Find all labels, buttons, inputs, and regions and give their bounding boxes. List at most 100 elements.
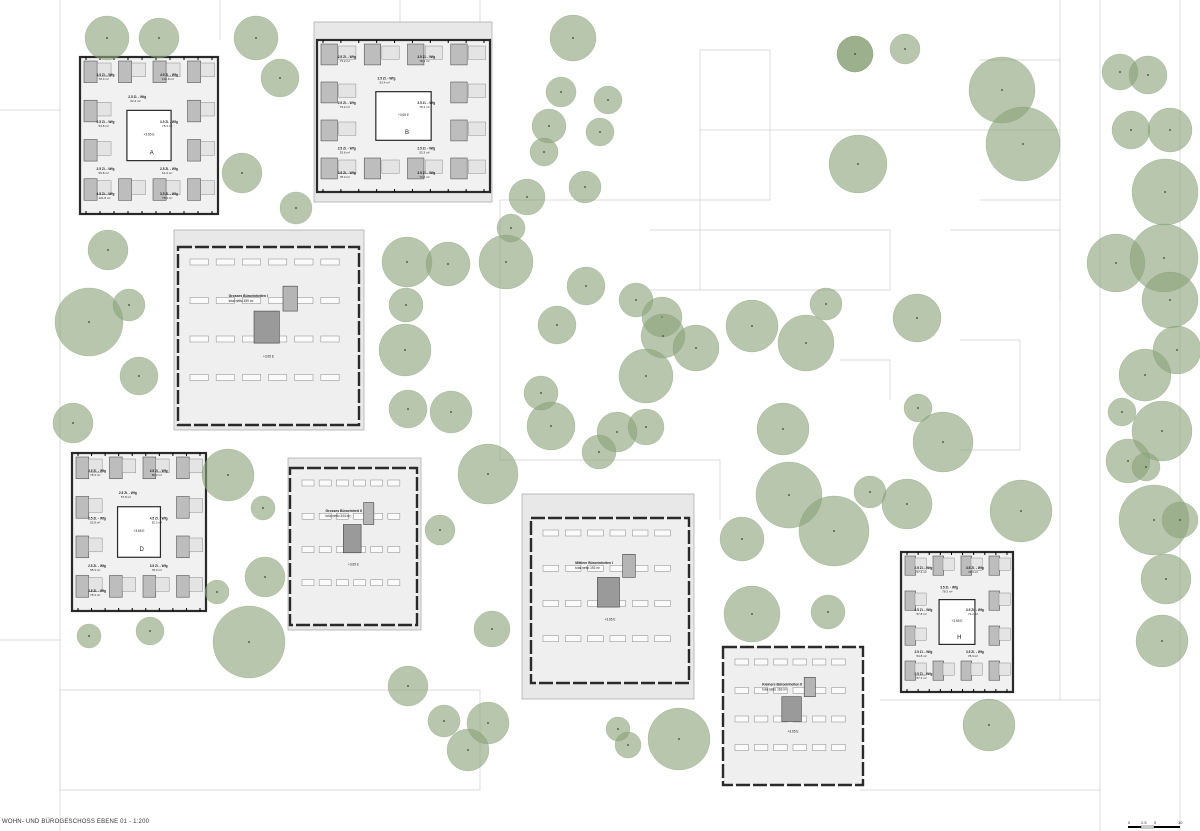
unit-area-label: 58.3 m² — [90, 568, 100, 572]
tree-trunk-dot — [447, 263, 449, 265]
inner-courtyard — [938, 598, 976, 645]
room — [932, 555, 944, 576]
desk-group — [734, 744, 749, 751]
tree-trunk-dot — [560, 91, 562, 93]
room — [122, 577, 136, 592]
room — [363, 43, 381, 66]
unit-area-label: 82.3 m² — [152, 520, 162, 524]
room — [88, 577, 103, 592]
unit-type-label: 2.5 Zi. - Wfg — [914, 608, 932, 612]
room — [381, 45, 400, 60]
room — [942, 662, 955, 676]
context-line — [59, 689, 481, 791]
unit-type-label: 4.5 Zi. - Wfg — [150, 516, 168, 520]
tree-trunk-dot — [550, 425, 552, 427]
tree-trunk-dot — [72, 422, 74, 424]
unit-area-label: 82.3 m² — [152, 473, 162, 477]
tree-trunk-dot — [1147, 74, 1149, 76]
desk-group — [242, 374, 261, 381]
room — [363, 157, 381, 180]
room — [187, 178, 201, 201]
room — [83, 178, 98, 201]
desk-group — [294, 258, 314, 266]
room — [189, 577, 203, 592]
unit-type-label: 3.5 Zi. - Wfg — [338, 171, 356, 175]
room — [83, 60, 98, 83]
level-marker: +3.65 E — [143, 133, 154, 137]
room — [970, 557, 983, 571]
desk-group — [370, 546, 383, 553]
tree-trunk-dot — [598, 451, 600, 453]
room — [97, 102, 112, 117]
scale-segment — [1128, 826, 1141, 828]
unit-type-label: 2.5 Zi. - Wfg — [128, 95, 146, 99]
room — [320, 81, 338, 104]
unit-area-label: 78.3 m² — [90, 593, 100, 597]
level-marker: +3.65 E — [398, 113, 409, 117]
tree-trunk-dot — [635, 299, 637, 301]
office-unit-area: total netto 359 m² — [229, 299, 254, 303]
desk-group — [654, 565, 671, 572]
tree-trunk-dot — [1165, 578, 1167, 580]
room — [189, 458, 203, 474]
unit-area-label: 54.8 m² — [916, 654, 926, 658]
room — [187, 60, 201, 83]
unit-area-label: 101.8 m² — [99, 196, 111, 200]
unit-area-label: 53.3 m² — [419, 150, 429, 154]
core — [781, 696, 802, 722]
scale-tick-label: 0 — [1128, 820, 1131, 825]
tree-trunk-dot — [1127, 460, 1129, 462]
tree-trunk-dot — [128, 304, 130, 306]
core — [363, 502, 375, 525]
tree-trunk-dot — [695, 347, 697, 349]
context-line — [960, 339, 1021, 451]
room — [155, 458, 170, 474]
room — [988, 625, 1000, 646]
room — [88, 537, 103, 553]
room — [122, 458, 136, 474]
desk-group — [320, 258, 340, 266]
desk-group — [387, 546, 401, 553]
unit-type-label: 2.5 Zi. - Wfg — [338, 55, 356, 59]
tree-trunk-dot — [662, 335, 664, 337]
tree-trunk-dot — [248, 641, 250, 643]
room — [97, 62, 112, 77]
unit-area-label: 78.3 m² — [99, 77, 109, 81]
room — [187, 139, 201, 162]
tree-trunk-dot — [617, 728, 619, 730]
room — [468, 159, 486, 174]
level-marker: +3.65 E — [951, 619, 962, 623]
desk-group — [609, 635, 626, 642]
tree-trunk-dot — [741, 538, 743, 540]
room — [176, 535, 190, 559]
room — [450, 119, 468, 142]
tree-trunk-dot — [149, 630, 151, 632]
desk-group — [754, 744, 769, 751]
room — [970, 662, 983, 676]
tree-trunk-dot — [405, 304, 407, 306]
unit-area-label: 53.4 m² — [380, 81, 390, 85]
office-unit-name: Kleinere Büroeinheiten II — [762, 683, 802, 687]
room — [131, 180, 146, 195]
room — [75, 575, 90, 598]
room — [338, 121, 357, 136]
room — [200, 141, 215, 156]
room — [118, 60, 132, 83]
tree-trunk-dot — [540, 392, 542, 394]
tree-trunk-dot — [1163, 257, 1165, 259]
desk-group — [215, 374, 235, 381]
room — [998, 557, 1011, 571]
unit-type-label: 4.5 Zi. - Wfg — [97, 192, 115, 196]
unit-type-label: 3.5 Zi. - Wfg — [97, 73, 115, 77]
tree-trunk-dot — [1164, 191, 1166, 193]
desk-group — [318, 513, 332, 520]
tree-trunk-dot — [88, 321, 90, 323]
unit-type-label: 3.5 Zi. - Wfg — [88, 469, 106, 473]
desk-group — [215, 258, 235, 266]
desk-group — [318, 579, 332, 586]
tree-trunk-dot — [585, 285, 587, 287]
tree-trunk-dot — [1001, 89, 1003, 91]
